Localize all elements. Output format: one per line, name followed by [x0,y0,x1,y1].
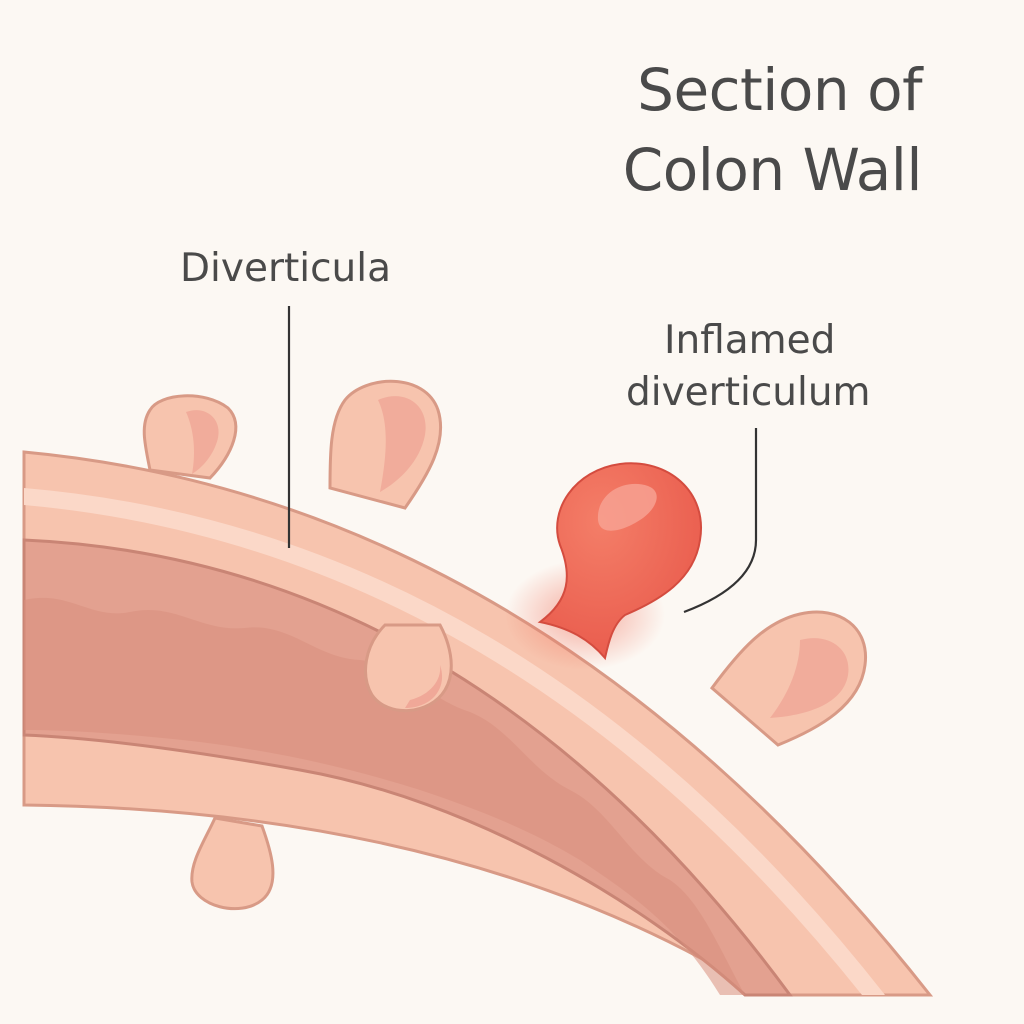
diverticulum-1 [144,396,236,478]
diverticula-label: Diverticula [180,246,391,291]
diverticulum-bottom [192,818,273,909]
title-line-2: Colon Wall [623,136,922,204]
inflamed-label-line-1: Inflamed [664,318,835,363]
inflamed-diverticulum [505,463,701,670]
title-line-1: Section of [637,56,922,124]
inflamed-label-line-2: diverticulum [626,370,871,415]
diverticulum-inner [366,625,452,711]
